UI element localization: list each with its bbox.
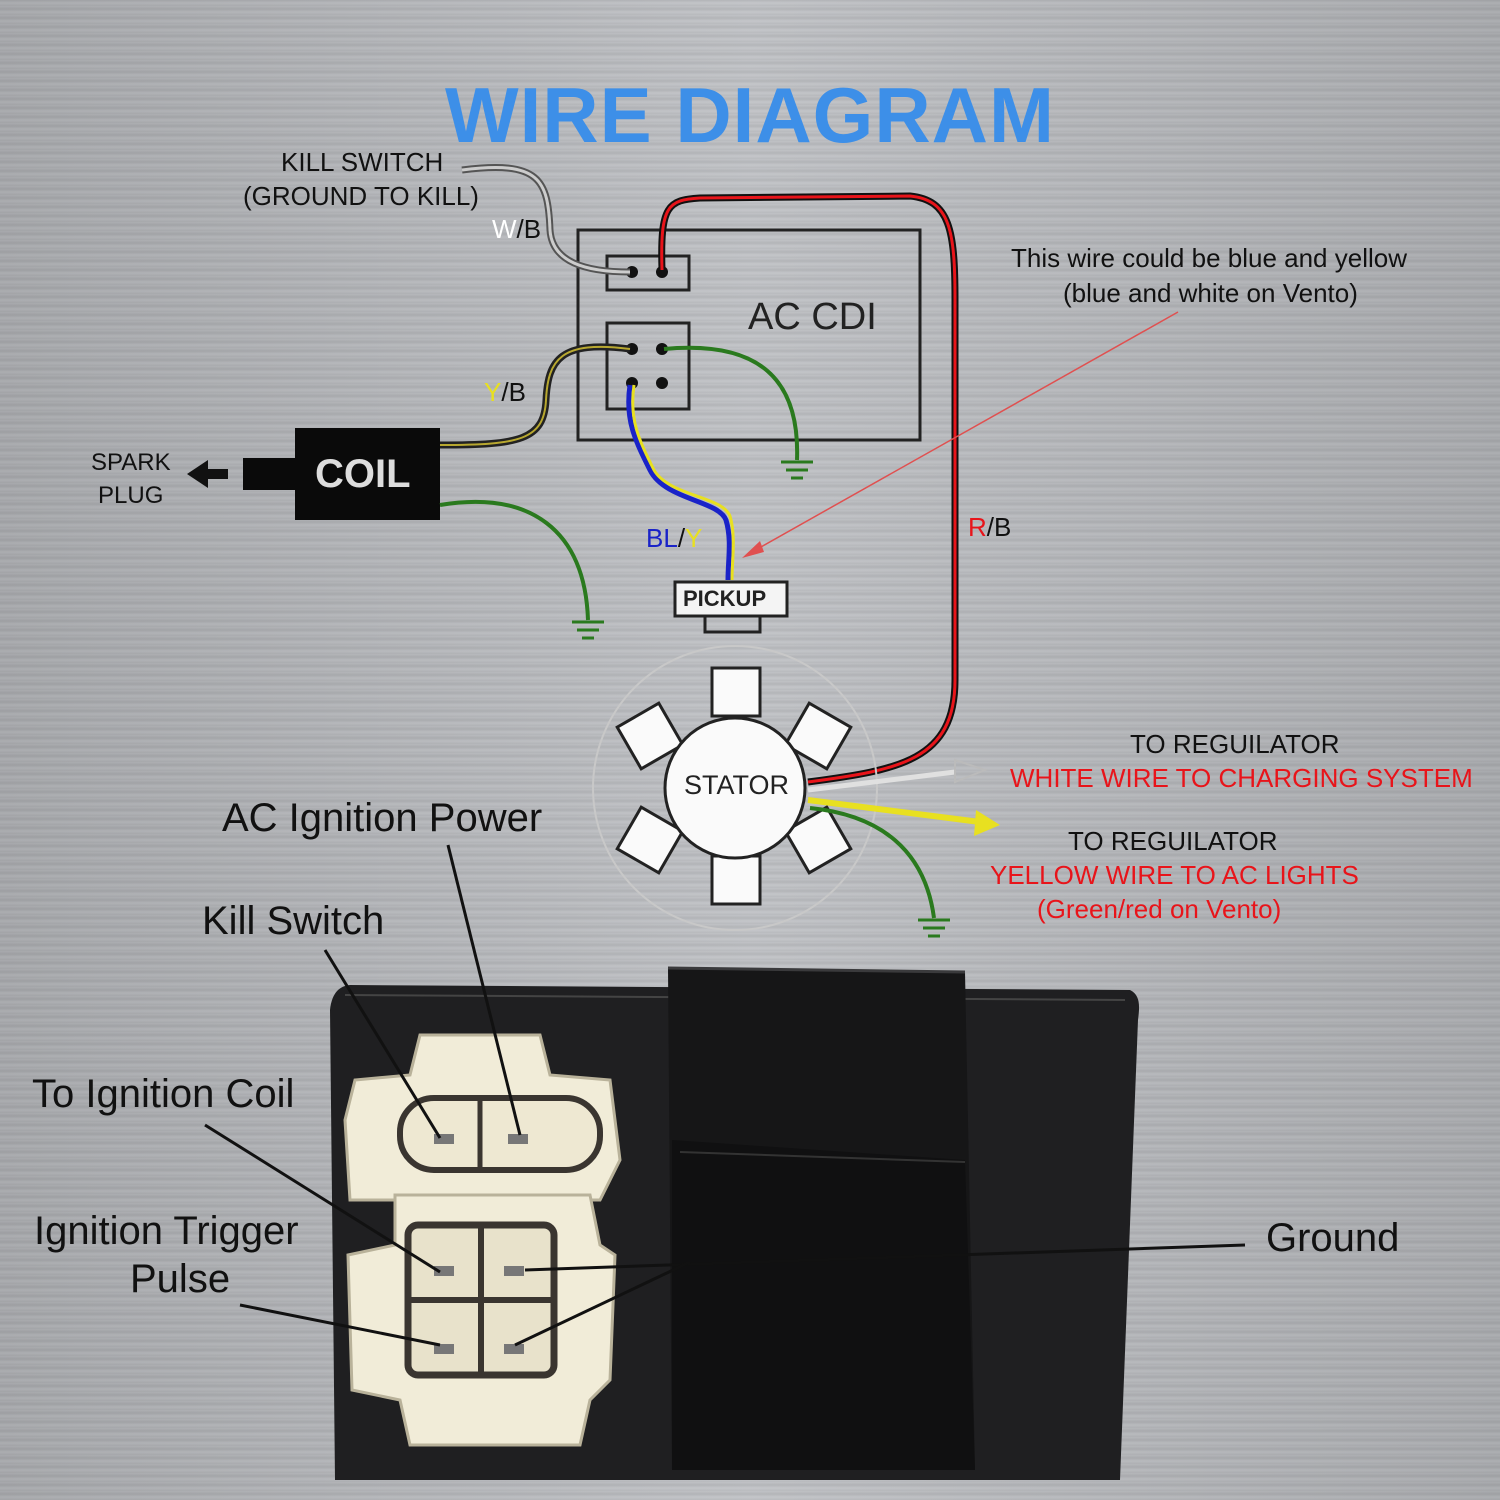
cdi-ground-wire [663,345,800,461]
kill-switch-sublabel: (GROUND TO KILL) [243,181,479,211]
callout-ground: Ground [1266,1216,1400,1260]
yb-code-label: Y/B [484,377,526,407]
callout-lines [204,844,1246,1347]
page-title: WIRE DIAGRAM [445,71,1055,159]
red-wire [658,192,959,786]
kill-switch-label: KILL SWITCH [281,147,444,177]
callout-ignition-coil: To Ignition Coil [32,1072,295,1116]
coil-ground-wire [439,499,590,621]
cdi-connector-4pin [605,321,691,411]
plug-label: PLUG [98,482,164,509]
regulator1-line1: TO REGUILATOR [1130,729,1340,759]
regulator2-line1: TO REGUILATOR [1068,826,1278,856]
callout-kill-switch: Kill Switch [202,899,385,943]
callout-ac-power: AC Ignition Power [222,796,543,840]
wb-code-label: W/B [492,214,542,244]
rb-code-label: R/B [968,512,1012,542]
callout-trigger-line1: Ignition Trigger [34,1209,299,1253]
arrow-left-icon [187,460,228,488]
kill-switch-wire [461,164,631,276]
callout-trigger-line2: Pulse [130,1257,231,1301]
connector-2pin [343,1033,622,1202]
note-line1: This wire could be blue and yellow [1011,243,1407,273]
coil-ground-icon [572,620,604,640]
stator-label: STATOR [684,770,790,800]
spark-label: SPARK [91,449,171,476]
regulator1-line2: WHITE WIRE TO CHARGING SYSTEM [1010,763,1473,793]
stator-ground-wire [809,806,936,919]
blue-yellow-wire [626,384,732,581]
coil-box [295,428,440,520]
white-wire [807,769,956,793]
coil-label: COIL [315,452,411,496]
note-pointer [751,311,1179,553]
cdi-box [576,228,922,442]
bly-code-label: BL/Y [646,523,703,553]
cdi-ground-icon [781,460,813,480]
yellow-wire [807,797,981,825]
regulator2-line3: (Green/red on Vento) [1037,894,1282,924]
cdi-label: AC CDI [748,296,877,338]
note-line2: (blue and white on Vento) [1063,278,1358,308]
pickup-label: PICKUP [683,586,767,611]
regulator2-line2: YELLOW WIRE TO AC LIGHTS [990,860,1359,890]
stator-icon [592,645,878,931]
stator-ground-icon [918,918,950,938]
